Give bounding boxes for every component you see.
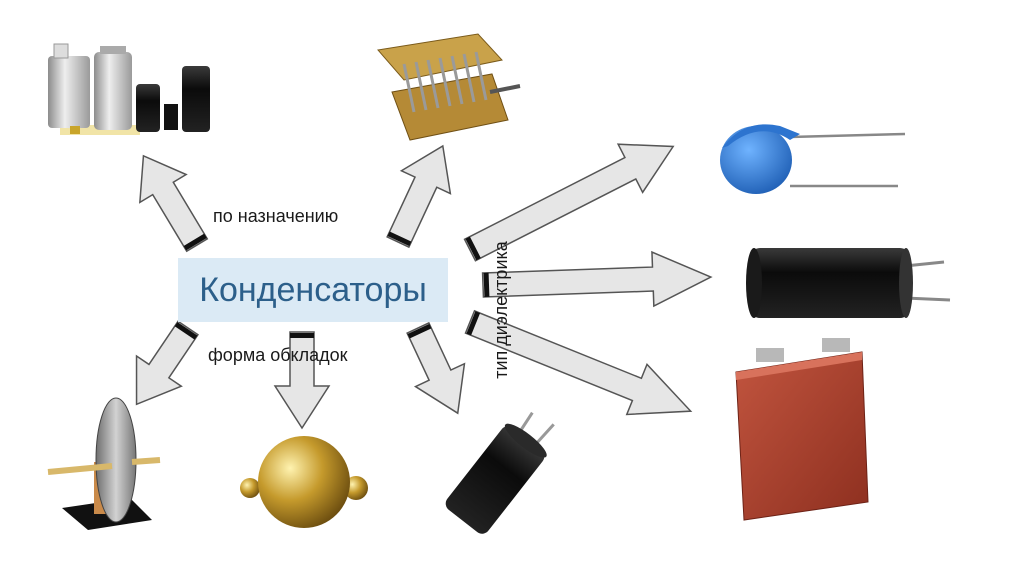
spherical-capacitor-image <box>240 436 368 528</box>
arrow-right-bottom <box>464 309 693 416</box>
disc-capacitor-image <box>47 397 161 530</box>
ceramic-disk-capacitor-image <box>720 124 906 194</box>
label-by-purpose: по назначению <box>213 206 339 226</box>
arrow-down-center <box>273 331 331 430</box>
label-plate-shape: форма обкладок <box>208 345 348 365</box>
capacitors-title-box: Конденсаторы <box>178 258 448 322</box>
tilted-electrolytic-capacitor-image <box>445 411 555 534</box>
capacitors-title: Конденсаторы <box>199 270 427 309</box>
paper-capacitor-image <box>735 338 869 521</box>
variable-capacitor-image <box>377 33 521 141</box>
arrow-down-right <box>406 321 466 415</box>
arrow-up-right <box>386 144 452 249</box>
capacitor-group-image <box>48 43 210 135</box>
arrow-right-middle <box>481 250 713 308</box>
arrow-right-top <box>463 143 675 262</box>
label-dielectric-type: тип диэлектрика <box>491 241 511 379</box>
arrow-down-left <box>135 320 199 406</box>
electrolytic-capacitor-image <box>746 248 951 318</box>
arrow-up-left <box>139 154 209 253</box>
